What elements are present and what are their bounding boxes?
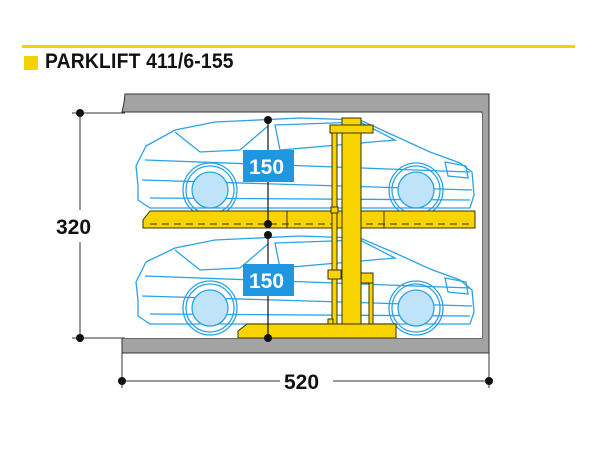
upper-level-dimension: 150 <box>243 116 294 228</box>
upper-car <box>135 117 475 218</box>
height-dimension-label: 320 <box>56 216 91 239</box>
height-dimension: 320 <box>56 109 125 342</box>
upper-height-badge <box>243 150 294 182</box>
depth-dimension-label: 520 <box>284 371 319 394</box>
header-rule <box>22 45 575 48</box>
lower-height-badge <box>243 264 294 296</box>
lower-level-dimension: 150 <box>243 231 294 342</box>
lower-car <box>135 235 475 336</box>
lower-height-label: 150 <box>249 270 284 293</box>
product-title: PARKLIFT 411/6-155 <box>45 50 234 73</box>
upper-height-label: 150 <box>249 156 284 179</box>
lift-column <box>237 117 397 339</box>
upper-platform <box>142 210 476 229</box>
title-marker-icon <box>24 56 38 70</box>
depth-dimension: 520 <box>118 353 493 394</box>
